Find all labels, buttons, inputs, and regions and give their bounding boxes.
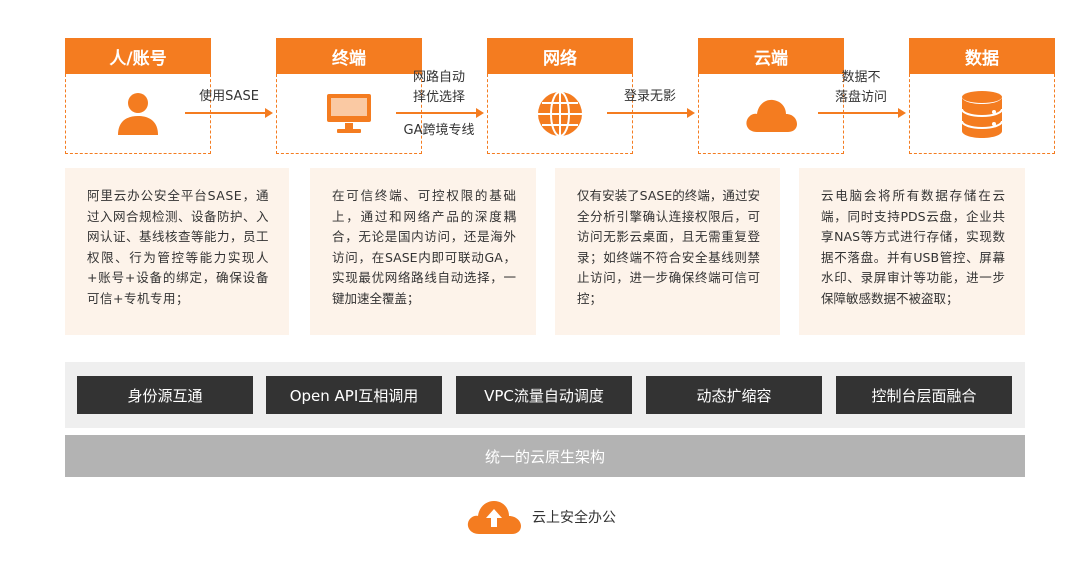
description-data: 云电脑会将所有数据存储在云端，同时支持PDS云盘，企业共享NAS等方式进行存储，…: [799, 168, 1025, 335]
feature-console-fusion: 控制台层面融合: [836, 376, 1012, 414]
feature-vpc-scheduling: VPC流量自动调度: [456, 376, 632, 414]
connector-label-3: 登录无影: [623, 89, 676, 104]
node-cloud: 云端: [698, 38, 844, 156]
node-title: 人/账号: [65, 38, 211, 74]
node-data: 数据: [909, 38, 1055, 156]
globe-icon: [538, 90, 582, 137]
database-icon: [961, 90, 1003, 138]
connector-arrow-4: [818, 108, 906, 118]
base-architecture: 统一的云原生架构: [65, 435, 1025, 477]
node-network: 网络: [487, 38, 633, 156]
footer-label: 云上安全办公: [532, 510, 616, 526]
description-terminal: 在可信终端、可控权限的基础上，通过和网络产品的深度耦合，无论是国内访问，还是海外…: [310, 168, 536, 335]
node-title: 云端: [698, 38, 844, 74]
feature-autoscaling: 动态扩缩容: [646, 376, 822, 414]
user-icon: [118, 92, 158, 135]
description-network: 仅有安装了SASE的终端，通过安全分析引擎确认连接权限后，可访问无影云桌面，且无…: [555, 168, 780, 335]
monitor-icon: [327, 93, 371, 133]
node-title: 终端: [276, 38, 422, 74]
node-terminal: 终端: [276, 38, 422, 156]
cloud-upload-icon: [467, 501, 521, 534]
connector-label-2-top: 网路自动 择优选择: [412, 70, 465, 105]
connector-label-4: 数据不 落盘访问: [834, 70, 887, 105]
connector-label-1: 使用SASE: [199, 89, 259, 104]
connector-label-2-bottom: GA跨境专线: [403, 123, 475, 138]
connector-arrow-3: [607, 108, 695, 118]
node-title: 数据: [909, 38, 1055, 74]
feature-open-api: Open API互相调用: [266, 376, 442, 414]
description-account: 阿里云办公安全平台SASE，通过入网合规检测、设备防护、入网认证、基线核查等能力…: [65, 168, 289, 335]
node-title: 网络: [487, 38, 633, 74]
connector-arrow-2: [396, 108, 484, 118]
cloud-icon: [746, 99, 797, 132]
node-person-account: 人/账号: [65, 38, 211, 156]
connector-arrow-1: [185, 108, 273, 118]
feature-identity-sync: 身份源互通: [77, 376, 253, 414]
